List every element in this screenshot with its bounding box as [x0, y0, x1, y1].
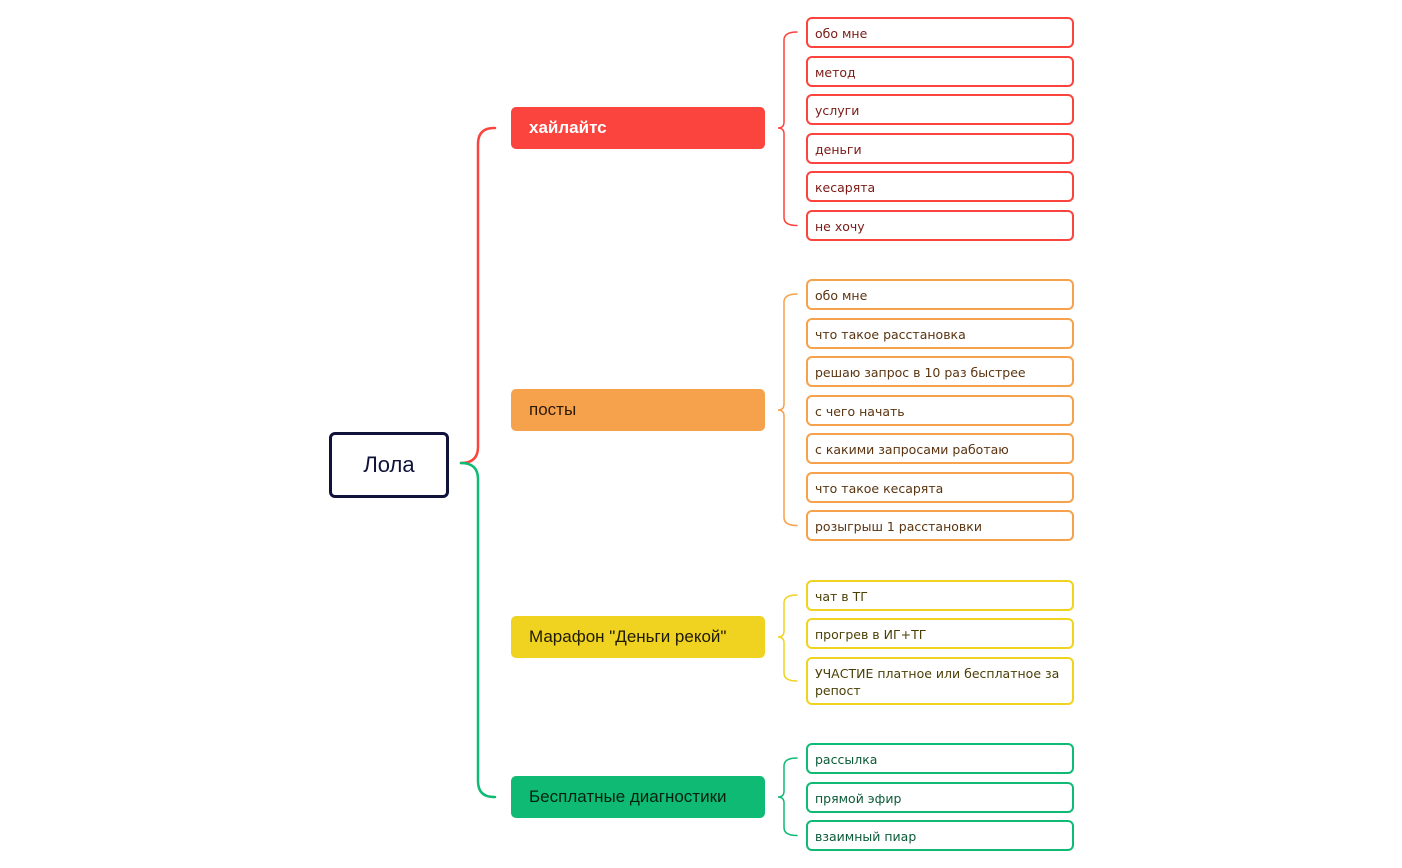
- leaf-marathon-2[interactable]: прогрев в ИГ+ТГ: [806, 618, 1074, 649]
- bracket-posts: [777, 293, 798, 527]
- leaf-posts-1[interactable]: обо мне: [806, 279, 1074, 310]
- leaf-marathon-1[interactable]: чат в ТГ: [806, 580, 1074, 611]
- leaf-marathon-3[interactable]: УЧАСТИЕ платное или бесплатное за репост: [806, 657, 1074, 705]
- leaf-label: решаю запрос в 10 раз быстрее: [815, 365, 1026, 380]
- leaf-highlights-5[interactable]: кесарята: [806, 171, 1074, 202]
- leaf-diagnostics-3[interactable]: взаимный пиар: [806, 820, 1074, 851]
- leaf-label: взаимный пиар: [815, 829, 917, 844]
- leaf-label: прямой эфир: [815, 791, 902, 806]
- leaf-highlights-2[interactable]: метод: [806, 56, 1074, 87]
- leaf-highlights-4[interactable]: деньги: [806, 133, 1074, 164]
- leaf-posts-7[interactable]: розыгрыш 1 расстановки: [806, 510, 1074, 541]
- branch-marathon[interactable]: Марафон "Деньги рекой": [511, 616, 765, 658]
- leaf-label: не хочу: [815, 219, 865, 234]
- leaf-diagnostics-2[interactable]: прямой эфир: [806, 782, 1074, 813]
- leaf-posts-6[interactable]: что такое кесарята: [806, 472, 1074, 503]
- leaf-label: что такое расстановка: [815, 327, 966, 342]
- leaf-label: что такое кесарята: [815, 481, 944, 496]
- leaf-label: обо мне: [815, 288, 868, 303]
- leaf-diagnostics-1[interactable]: рассылка: [806, 743, 1074, 774]
- leaf-highlights-6[interactable]: не хочу: [806, 210, 1074, 241]
- bracket-marathon: [777, 594, 798, 682]
- branch-label: Бесплатные диагностики: [529, 787, 727, 806]
- branch-diagnostics[interactable]: Бесплатные диагностики: [511, 776, 765, 818]
- leaf-highlights-1[interactable]: обо мне: [806, 17, 1074, 48]
- leaf-posts-2[interactable]: что такое расстановка: [806, 318, 1074, 349]
- leaf-label: прогрев в ИГ+ТГ: [815, 627, 927, 642]
- leaf-label: чат в ТГ: [815, 589, 868, 604]
- leaf-posts-5[interactable]: с какими запросами работаю: [806, 433, 1074, 464]
- leaf-label: УЧАСТИЕ платное или бесплатное за репост: [815, 666, 1060, 698]
- connector-root-lower: [459, 461, 497, 799]
- leaf-label: кесарята: [815, 180, 876, 195]
- leaf-label: рассылка: [815, 752, 878, 767]
- leaf-label: с какими запросами работаю: [815, 442, 1009, 457]
- connector-root-upper: [459, 126, 497, 465]
- leaf-label: деньги: [815, 142, 862, 157]
- branch-label: хайлайтс: [529, 118, 607, 137]
- leaf-label: с чего начать: [815, 404, 905, 419]
- branch-highlights[interactable]: хайлайтс: [511, 107, 765, 149]
- leaf-posts-4[interactable]: с чего начать: [806, 395, 1074, 426]
- bracket-diagnostics: [777, 757, 798, 837]
- branch-posts[interactable]: посты: [511, 389, 765, 431]
- leaf-highlights-3[interactable]: услуги: [806, 94, 1074, 125]
- branch-label: посты: [529, 400, 577, 419]
- leaf-posts-3[interactable]: решаю запрос в 10 раз быстрее: [806, 356, 1074, 387]
- root-node[interactable]: Лола: [329, 432, 449, 498]
- leaf-label: метод: [815, 65, 856, 80]
- leaf-label: обо мне: [815, 26, 868, 41]
- root-label: Лола: [363, 452, 415, 477]
- bracket-highlights: [777, 31, 798, 227]
- leaf-label: услуги: [815, 103, 860, 118]
- leaf-label: розыгрыш 1 расстановки: [815, 519, 982, 534]
- branch-label: Марафон "Деньги рекой": [529, 627, 727, 646]
